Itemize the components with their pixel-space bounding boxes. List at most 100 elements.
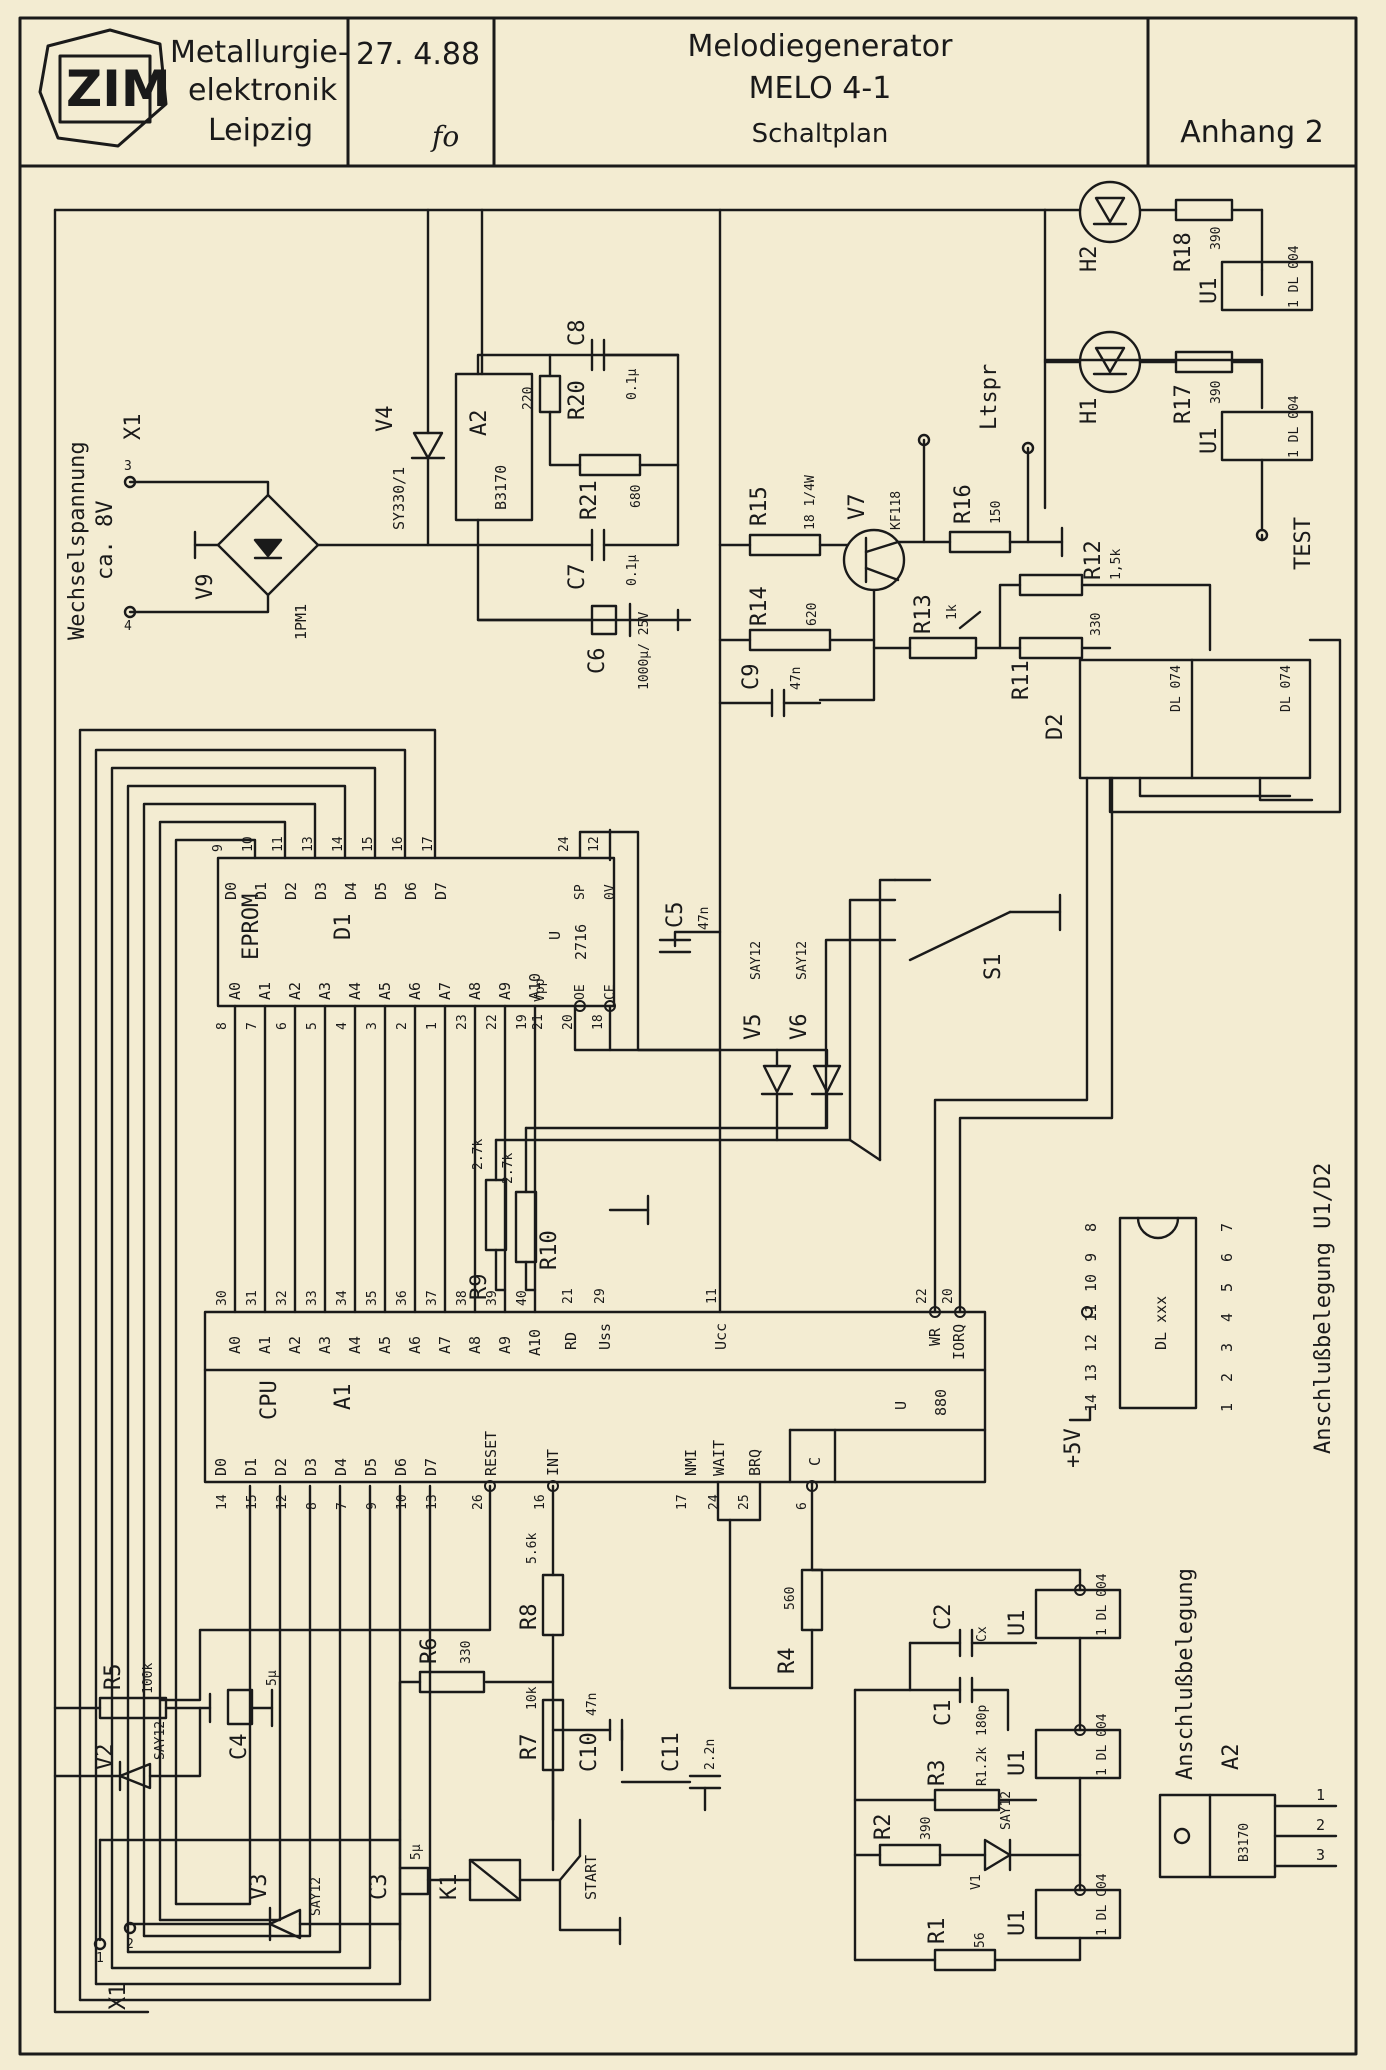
label-u1-mid: U1: [1197, 428, 1222, 455]
date-field: 27. 4.88: [356, 37, 480, 72]
cpu-num-15: 15: [245, 1494, 260, 1510]
label-r1: R1: [925, 1918, 950, 1945]
cpu-num-35: 35: [365, 1290, 380, 1306]
cpu-num-16: 16: [533, 1494, 548, 1510]
company-line-2: elektronik: [188, 73, 338, 108]
flipflop-d2: [1078, 658, 1312, 780]
label-s1: S1: [981, 954, 1006, 981]
cpu-pin-d2: D2: [272, 1458, 290, 1476]
bridge-rectifier-v9: [128, 480, 480, 614]
cpu-pin-a7: A7: [436, 1336, 454, 1354]
cpu-pin-d0: D0: [212, 1458, 230, 1476]
part-u1-osc3: 1 DL C04: [1095, 1873, 1110, 1936]
diode-v3: [268, 1908, 302, 1940]
eprom-part: 2716: [572, 924, 590, 960]
eprom-pin-ce: CE: [603, 984, 618, 1000]
pinout-dl-bottom-4: 4: [1218, 1313, 1236, 1322]
cpu-num-11: 11: [705, 1288, 720, 1304]
label-c9: C9: [739, 664, 764, 691]
label-c1: C1: [931, 1700, 956, 1727]
cpu-pin-a4: A4: [346, 1336, 364, 1354]
value-r1: 56: [973, 1932, 988, 1948]
cpu-num-25: 25: [737, 1494, 752, 1510]
pinout-dl-bottom-2: 2: [1218, 1373, 1236, 1382]
pinout-a2-heading: Anschlußbelegung: [1173, 1568, 1198, 1780]
cpu-num-13: 13: [425, 1494, 440, 1510]
pinout-dl-top-11: 11: [1082, 1304, 1100, 1322]
gate-u1-osc1: [1034, 1588, 1122, 1640]
cpu-pin-d7: D7: [422, 1458, 440, 1476]
cpu-pin-a1: A1: [256, 1336, 274, 1354]
eprom-unit: U: [546, 931, 564, 940]
connector-x1-bottom: X1: [106, 1984, 131, 2011]
eprom-pin-a7: A7: [436, 982, 454, 1000]
eprom-num-1: 1: [425, 1022, 440, 1030]
part-u1-mid: 1 DL 004: [1287, 395, 1302, 458]
eprom-num-18: 18: [591, 1014, 606, 1030]
diode-v5: [762, 1064, 792, 1094]
value-r15: 18 1/4W: [803, 475, 818, 530]
eprom-pin-a1: A1: [256, 982, 274, 1000]
eprom-num-24: 24: [557, 836, 572, 852]
eprom-pin-d7: D7: [432, 882, 450, 900]
label-c4: C4: [227, 1734, 252, 1761]
gate-u1-osc2: [1034, 1728, 1122, 1780]
value-r7: 10k: [525, 1686, 540, 1710]
label-r17: R17: [1171, 384, 1196, 424]
cpu-pin-a10: A10: [526, 1329, 544, 1356]
value-c10: 47n: [585, 1693, 600, 1716]
eprom-num-3: 3: [365, 1022, 380, 1030]
cpu-num-22: 22: [915, 1288, 930, 1304]
pinout-dl-bottom-5: 5: [1218, 1283, 1236, 1292]
initials-field: fo: [430, 120, 459, 153]
value-r17: 390: [1209, 381, 1224, 404]
label-r16: R16: [951, 484, 976, 524]
label-v9: V9: [193, 574, 218, 601]
pinout-a2-pin-2: 2: [1316, 1816, 1325, 1834]
eprom-pin-a6: A6: [406, 982, 424, 1000]
cpu-num-17: 17: [675, 1494, 690, 1510]
value-r3: R1.2k: [975, 1747, 990, 1786]
cpu-num-10: 10: [395, 1494, 410, 1510]
value-r5: 100k: [141, 1663, 156, 1694]
value-v7: KF118: [889, 491, 904, 530]
eprom-pin-a3: A3: [316, 982, 334, 1000]
value-r21: 680: [629, 485, 644, 508]
value-c2: Cx: [975, 1626, 990, 1642]
label-r7: R7: [517, 1734, 542, 1761]
pinout-a2-package: [1158, 1793, 1277, 1879]
eprom-num-7: 7: [245, 1022, 260, 1030]
cpu-num-6: 6: [795, 1502, 810, 1510]
eprom-num-6: 6: [275, 1022, 290, 1030]
pinout-dl-chip: [1118, 1216, 1198, 1410]
eprom-type: EPROM: [239, 894, 264, 960]
eprom-num-13: 13: [301, 836, 316, 852]
gate-u1-top: [1220, 260, 1314, 312]
pinout-dl-top-10: 10: [1082, 1274, 1100, 1292]
cpu-pin-a6: A6: [406, 1336, 424, 1354]
pinout-a2-part: B3170: [1237, 1823, 1252, 1862]
label-u1-osc3: U1: [1005, 1910, 1030, 1937]
speaker-label: Ltspr: [977, 364, 1002, 430]
label-c5: C5: [663, 902, 688, 929]
cpu-num-26: 26: [471, 1494, 486, 1510]
value-c11: 2.2n: [703, 1739, 718, 1770]
pinout-dl-top-12: 12: [1082, 1334, 1100, 1352]
value-v5: SAY12: [749, 941, 764, 980]
cpu-pin-a2: A2: [286, 1336, 304, 1354]
cpu-num-9: 9: [365, 1502, 380, 1510]
label-r14: R14: [747, 586, 772, 626]
label-v3: V3: [247, 1874, 272, 1901]
plus5v-label: +5V: [1061, 1428, 1086, 1468]
value-v4: SY330/1: [390, 467, 408, 530]
cpu-pin-d4: D4: [332, 1458, 350, 1476]
label-r10: R10: [537, 1230, 562, 1270]
cpu-num-39: 39: [485, 1290, 500, 1306]
label-r5: R5: [101, 1664, 126, 1691]
eprom-num-14: 14: [331, 836, 346, 852]
label-r4: R4: [775, 1648, 800, 1675]
cpu-pin-uss: Uss: [596, 1323, 614, 1350]
pinout-dl-bottom-7: 7: [1218, 1223, 1236, 1232]
label-r15: R15: [747, 486, 772, 526]
pinout-a2-pin-3: 3: [1316, 1846, 1325, 1864]
